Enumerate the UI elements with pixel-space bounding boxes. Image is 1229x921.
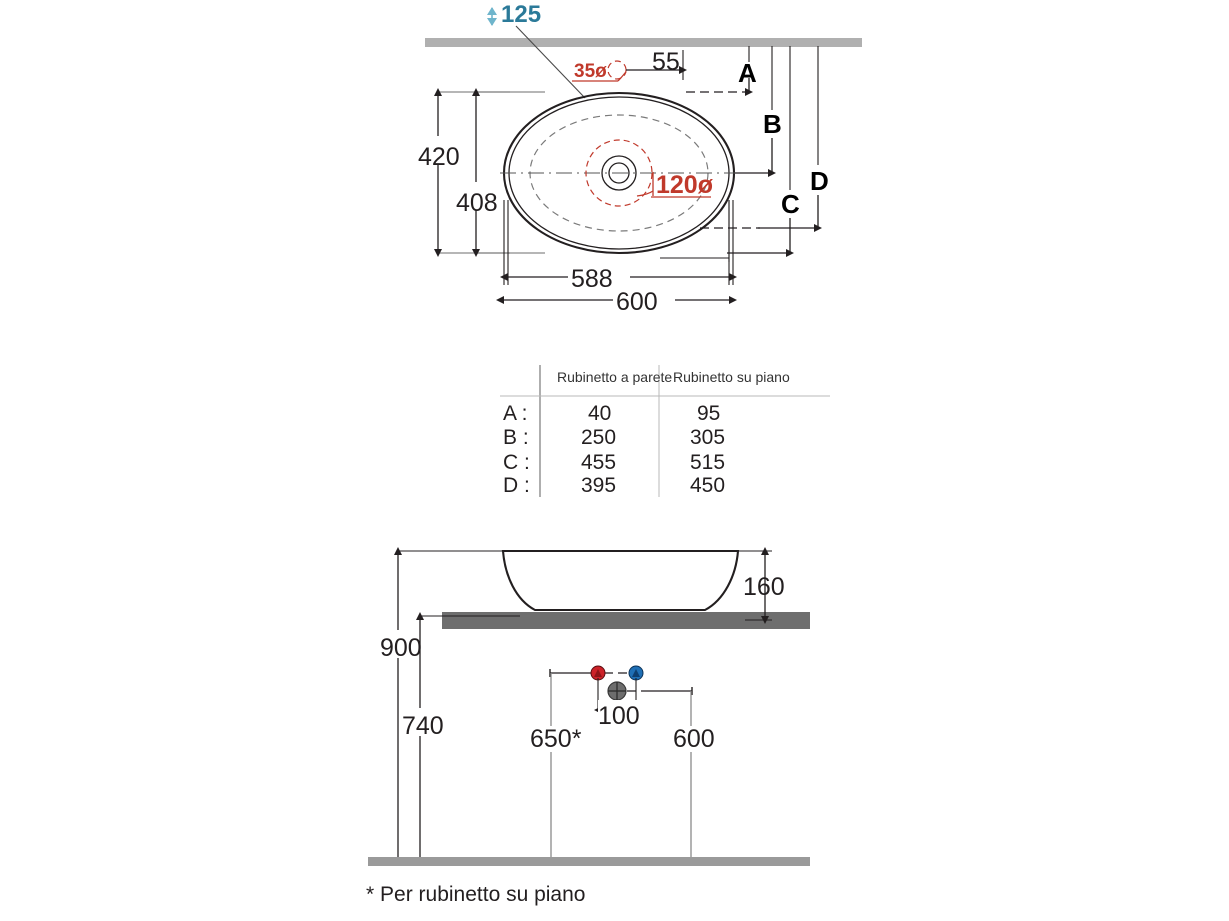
up-down-arrow-icon: [487, 7, 497, 26]
label-900: 900: [380, 634, 422, 662]
letter-d: D: [810, 166, 829, 196]
letter-a: A: [738, 58, 757, 88]
table-row: B : 250 305: [503, 426, 725, 449]
dimension-table: Rubinetto a parete Rubinetto su piano A …: [500, 365, 830, 497]
label-740: 740: [402, 712, 444, 740]
cold-water-marker-icon: [628, 665, 644, 681]
label-160: 160: [743, 573, 785, 601]
drain-outer-circle: [601, 155, 637, 191]
table-row-label: C :: [503, 451, 530, 474]
table-row-wall: 250: [581, 426, 616, 449]
letter-b: B: [763, 109, 782, 139]
table-row-label: B :: [503, 426, 529, 449]
table-row-wall: 40: [588, 402, 611, 425]
label-35-diameter: 35ø: [574, 61, 607, 82]
label-420: 420: [418, 143, 460, 171]
elevation-view: 160 900 740: [368, 547, 810, 866]
hot-water-marker-icon: [590, 665, 606, 681]
table-row-label: D :: [503, 474, 530, 497]
table-row-wall: 395: [581, 474, 616, 497]
label-55: 55: [652, 48, 680, 76]
table-row-deck: 305: [690, 426, 725, 449]
floor-bar: [368, 857, 810, 866]
label-600-elev: 600: [673, 725, 715, 753]
label-600-plan: 600: [616, 288, 658, 316]
drain-inner-circle: [608, 162, 630, 184]
basin-profile: [501, 549, 740, 612]
table-row-label: A :: [503, 402, 528, 425]
countertop-bar: [442, 612, 810, 629]
drain-outlet-icon: [607, 681, 627, 701]
table-row-deck: 515: [690, 451, 725, 474]
table-row-deck: 450: [690, 474, 725, 497]
label-650-text: 650*: [530, 725, 582, 753]
table-col2-header: Rubinetto su piano: [673, 369, 790, 385]
letter-c: C: [781, 189, 800, 219]
label-588: 588: [571, 265, 613, 293]
label-408: 408: [456, 189, 498, 217]
drain-zone-dashed: [585, 139, 653, 207]
plan-view: 125 35ø 55 120ø 420: [416, 1, 862, 316]
leader-125: [515, 25, 586, 99]
table-row: A : 40 95: [503, 402, 720, 425]
table-row: C : 455 515: [503, 451, 725, 474]
label-120-diameter: 120ø: [656, 171, 714, 199]
table-row-deck: 95: [697, 402, 720, 425]
footnote-text: * Per rubinetto su piano: [366, 883, 585, 906]
wall-bar-plan: [425, 38, 862, 47]
table-col1-header: Rubinetto a parete: [557, 369, 672, 385]
label-100: 100: [598, 702, 640, 730]
table-row: D : 395 450: [503, 474, 725, 497]
table-row-wall: 455: [581, 451, 616, 474]
label-125: 125: [501, 1, 541, 28]
tap-hole-circle: [607, 60, 627, 80]
